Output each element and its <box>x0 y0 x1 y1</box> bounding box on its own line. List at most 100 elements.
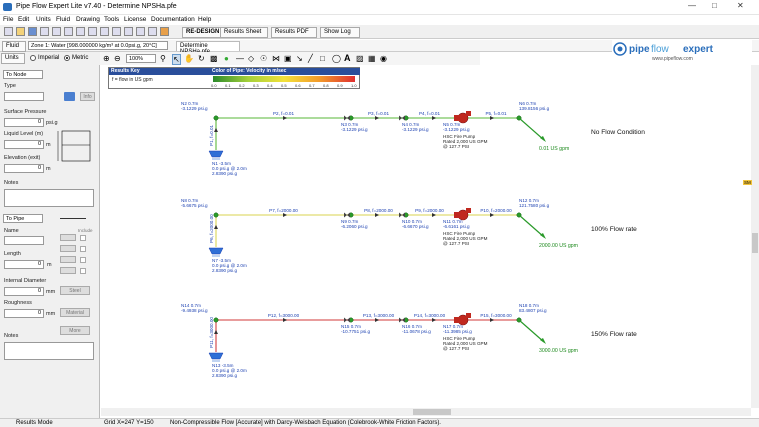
flow-arrow-icon[interactable] <box>490 213 494 217</box>
pump-outlet-icon[interactable] <box>466 111 471 116</box>
include-fitting-button-3[interactable] <box>60 256 76 263</box>
menu-units[interactable]: Units <box>36 16 51 23</box>
flow-arrow-icon[interactable] <box>432 318 436 322</box>
save-as-icon[interactable] <box>40 27 49 36</box>
line-tool-icon[interactable]: ╱ <box>308 54 313 63</box>
include-fitting-button-2[interactable] <box>60 245 76 252</box>
menu-help[interactable]: Help <box>198 16 212 23</box>
length-input[interactable]: 0 <box>4 260 44 269</box>
redesign-button[interactable]: RE-DESIGN <box>182 26 224 38</box>
roughness-input[interactable]: 0 <box>4 309 44 318</box>
include-checkbox-4[interactable] <box>80 268 86 274</box>
menu-tools[interactable]: Tools <box>104 16 120 23</box>
pump-inlet-icon[interactable] <box>454 317 460 323</box>
include-fitting-button-4[interactable] <box>60 267 76 274</box>
rectangle-tool-icon[interactable]: □ <box>320 54 325 63</box>
horizontal-scrollbar[interactable] <box>101 408 751 416</box>
fluid-button[interactable]: Fluid <box>2 41 26 52</box>
menu-license[interactable]: License <box>124 16 147 23</box>
flow-arrow-icon[interactable] <box>283 116 287 120</box>
vertical-scroll-thumb[interactable] <box>752 233 758 253</box>
settings-icon[interactable] <box>148 27 157 36</box>
flow-arrow-icon[interactable] <box>432 116 436 120</box>
include-checkbox-1[interactable] <box>80 235 86 241</box>
more-button[interactable]: More <box>60 326 90 335</box>
undo-icon[interactable] <box>112 27 121 36</box>
flow-arrow-icon[interactable] <box>214 330 218 334</box>
zoom-select[interactable]: 100% <box>126 54 156 63</box>
print-icon[interactable] <box>52 27 61 36</box>
liquid-level-input[interactable]: 0 <box>4 140 44 149</box>
menu-documentation[interactable]: Documentation <box>151 16 195 23</box>
node-dot[interactable] <box>213 317 219 323</box>
delete-icon[interactable] <box>100 27 109 36</box>
pan-hand-icon[interactable]: ✋ <box>184 54 194 63</box>
text-tool-icon[interactable]: A <box>344 53 351 63</box>
pump-inlet-icon[interactable] <box>454 212 460 218</box>
node-tool-icon[interactable]: ◇ <box>248 54 255 63</box>
valve-icon[interactable] <box>344 212 350 218</box>
open-folder-icon[interactable] <box>16 27 25 36</box>
include-checkbox-3[interactable] <box>80 257 86 263</box>
results-key[interactable]: Results Key f = flow in US gpm Color of … <box>108 67 360 89</box>
to-pipe-select[interactable]: To Pipe <box>3 214 43 223</box>
show-log-button[interactable]: Show Log <box>320 26 360 38</box>
fluid-zone-select[interactable]: Zone 1: Water [998.000000 kg/m³ at 0.0ps… <box>28 41 168 50</box>
results-sheet-button[interactable]: Results Sheet <box>220 26 268 38</box>
flow-arrow-icon[interactable] <box>283 318 287 322</box>
cut-icon[interactable] <box>64 27 73 36</box>
color-tool-icon[interactable]: ◉ <box>380 54 387 63</box>
outflow-line[interactable] <box>518 117 545 141</box>
tab-document[interactable]: Determine NPSHa.pfe <box>176 41 240 55</box>
elevation-input[interactable]: 0 <box>4 164 44 173</box>
menu-edit[interactable]: Edit <box>18 16 30 23</box>
select-pointer-icon[interactable]: ↖ <box>172 54 181 65</box>
copy-icon[interactable] <box>76 27 85 36</box>
paste-icon[interactable] <box>88 27 97 36</box>
close-icon[interactable]: ✕ <box>737 1 744 10</box>
imperial-radio[interactable] <box>30 55 36 61</box>
menu-file[interactable]: File <box>3 16 14 23</box>
tank-icon[interactable] <box>208 247 224 255</box>
flow-arrow-icon[interactable] <box>214 128 218 132</box>
type-field[interactable] <box>4 92 44 101</box>
rotate-icon[interactable]: ↻ <box>198 54 205 63</box>
node-dot[interactable] <box>213 115 219 121</box>
maximize-icon[interactable]: □ <box>712 1 717 10</box>
outflow-arrow-icon[interactable] <box>540 136 546 142</box>
surface-pressure-input[interactable]: 0 <box>4 118 44 127</box>
pump-outlet-icon[interactable] <box>466 208 471 213</box>
save-icon[interactable] <box>28 27 37 36</box>
menu-fluid[interactable]: Fluid <box>56 16 71 23</box>
flow-arrow-icon[interactable] <box>375 213 379 217</box>
units-button[interactable]: Units <box>1 53 25 64</box>
pump-inlet-icon[interactable] <box>454 115 460 121</box>
metric-radio[interactable] <box>64 55 70 61</box>
flow-arrow-icon[interactable] <box>375 318 379 322</box>
outflow-line[interactable] <box>518 214 545 238</box>
material-button[interactable]: Material <box>60 308 90 317</box>
valve-icon[interactable] <box>399 212 405 218</box>
gradient-icon[interactable]: ▩ <box>210 54 218 63</box>
tank-tool-icon[interactable]: ● <box>224 54 229 63</box>
results-pdf-button[interactable]: Results PDF <box>271 26 317 38</box>
node-dot[interactable] <box>213 212 219 218</box>
to-node-select[interactable]: To Node <box>3 70 43 79</box>
valve-icon[interactable] <box>399 317 405 323</box>
diameter-input[interactable]: 0 <box>4 287 44 296</box>
pump-outlet-icon[interactable] <box>466 313 471 318</box>
tank-icon[interactable] <box>208 352 224 360</box>
flow-arrow-icon[interactable] <box>214 225 218 229</box>
flow-demand-icon[interactable]: ↘ <box>296 54 303 63</box>
vertical-scrollbar[interactable] <box>751 65 759 408</box>
pipe-tool-icon[interactable]: — <box>236 54 244 63</box>
notes-textarea[interactable] <box>4 189 94 207</box>
flow-arrow-icon[interactable] <box>283 213 287 217</box>
include-fitting-button-1[interactable] <box>60 234 76 241</box>
include-checkbox-2[interactable] <box>80 246 86 252</box>
ellipse-tool-icon[interactable]: ◯ <box>332 54 341 63</box>
pump-tool-icon[interactable]: ☉ <box>260 54 268 63</box>
valve-tool-icon[interactable]: ⋈ <box>272 54 280 63</box>
